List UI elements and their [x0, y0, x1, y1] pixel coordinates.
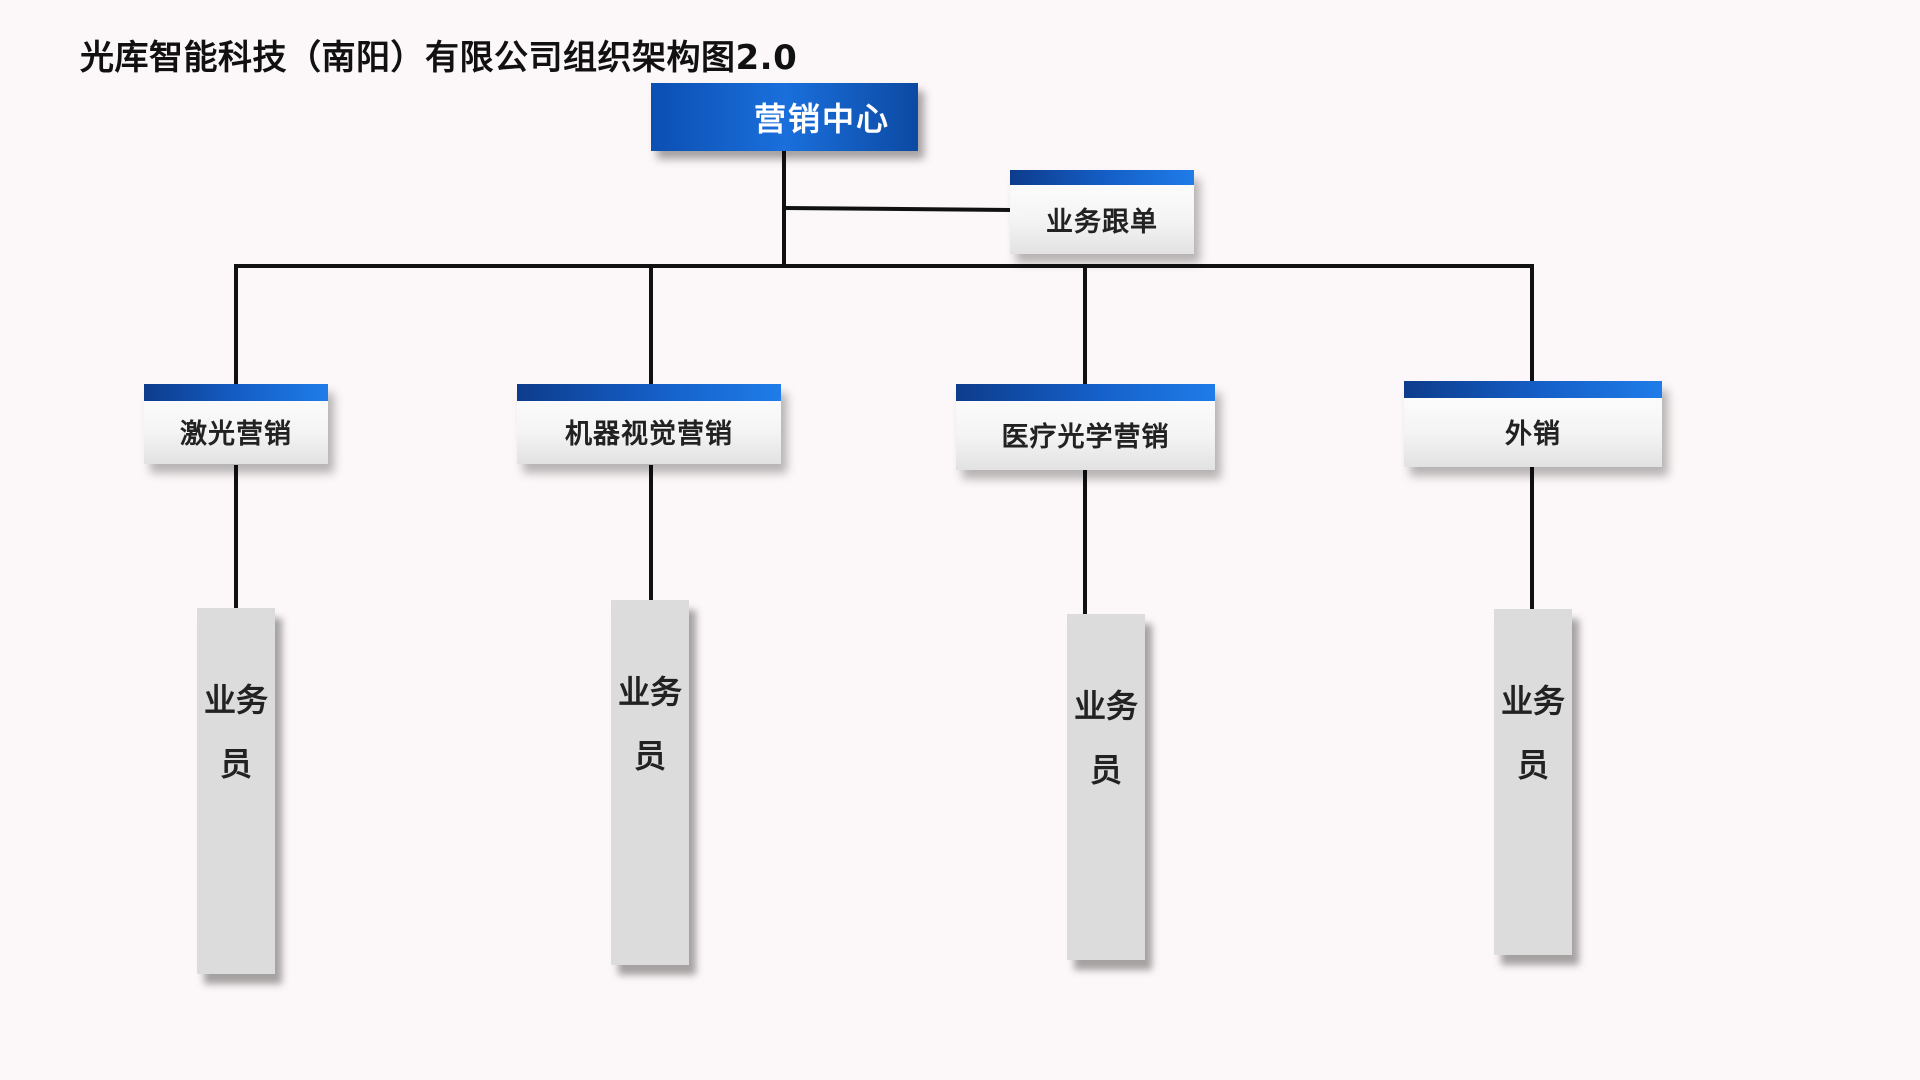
dept-label: 医疗光学营销	[1001, 421, 1170, 453]
dept-machine-vision-marketing: 机器视觉营销	[517, 384, 781, 464]
dept-export-sales: 外销	[1404, 381, 1662, 467]
staff-label: 业务员	[1073, 687, 1138, 789]
staff-label: 业务员	[203, 681, 268, 783]
side-unit-label: 业务跟单	[1046, 206, 1158, 238]
side-unit-order-follow-up: 业务跟单	[1010, 170, 1194, 254]
staff-label: 业务员	[1500, 682, 1565, 784]
staff-box-vision: 业务员	[611, 600, 689, 965]
connector-side-unit	[783, 206, 1013, 212]
card-accent-bar	[1404, 381, 1662, 398]
dept-laser-marketing: 激光营销	[144, 384, 328, 464]
page-title: 光库智能科技（南阳）有限公司组织架构图2.0	[80, 38, 798, 78]
staff-box-export: 业务员	[1494, 609, 1572, 955]
root-node-label: 营销中心	[753, 100, 890, 138]
dept-label: 激光营销	[180, 418, 292, 450]
card-accent-bar	[1010, 170, 1194, 185]
card-accent-bar	[517, 384, 781, 401]
card-accent-bar	[956, 384, 1215, 401]
root-node-marketing-center: 营销中心	[651, 83, 918, 151]
dept-label: 外销	[1505, 418, 1561, 450]
staff-box-laser: 业务员	[197, 608, 275, 974]
staff-label: 业务员	[617, 673, 682, 775]
staff-box-medical: 业务员	[1067, 614, 1145, 960]
dept-label: 机器视觉营销	[565, 418, 733, 450]
dept-medical-optics-marketing: 医疗光学营销	[956, 384, 1215, 470]
card-accent-bar	[144, 384, 328, 401]
